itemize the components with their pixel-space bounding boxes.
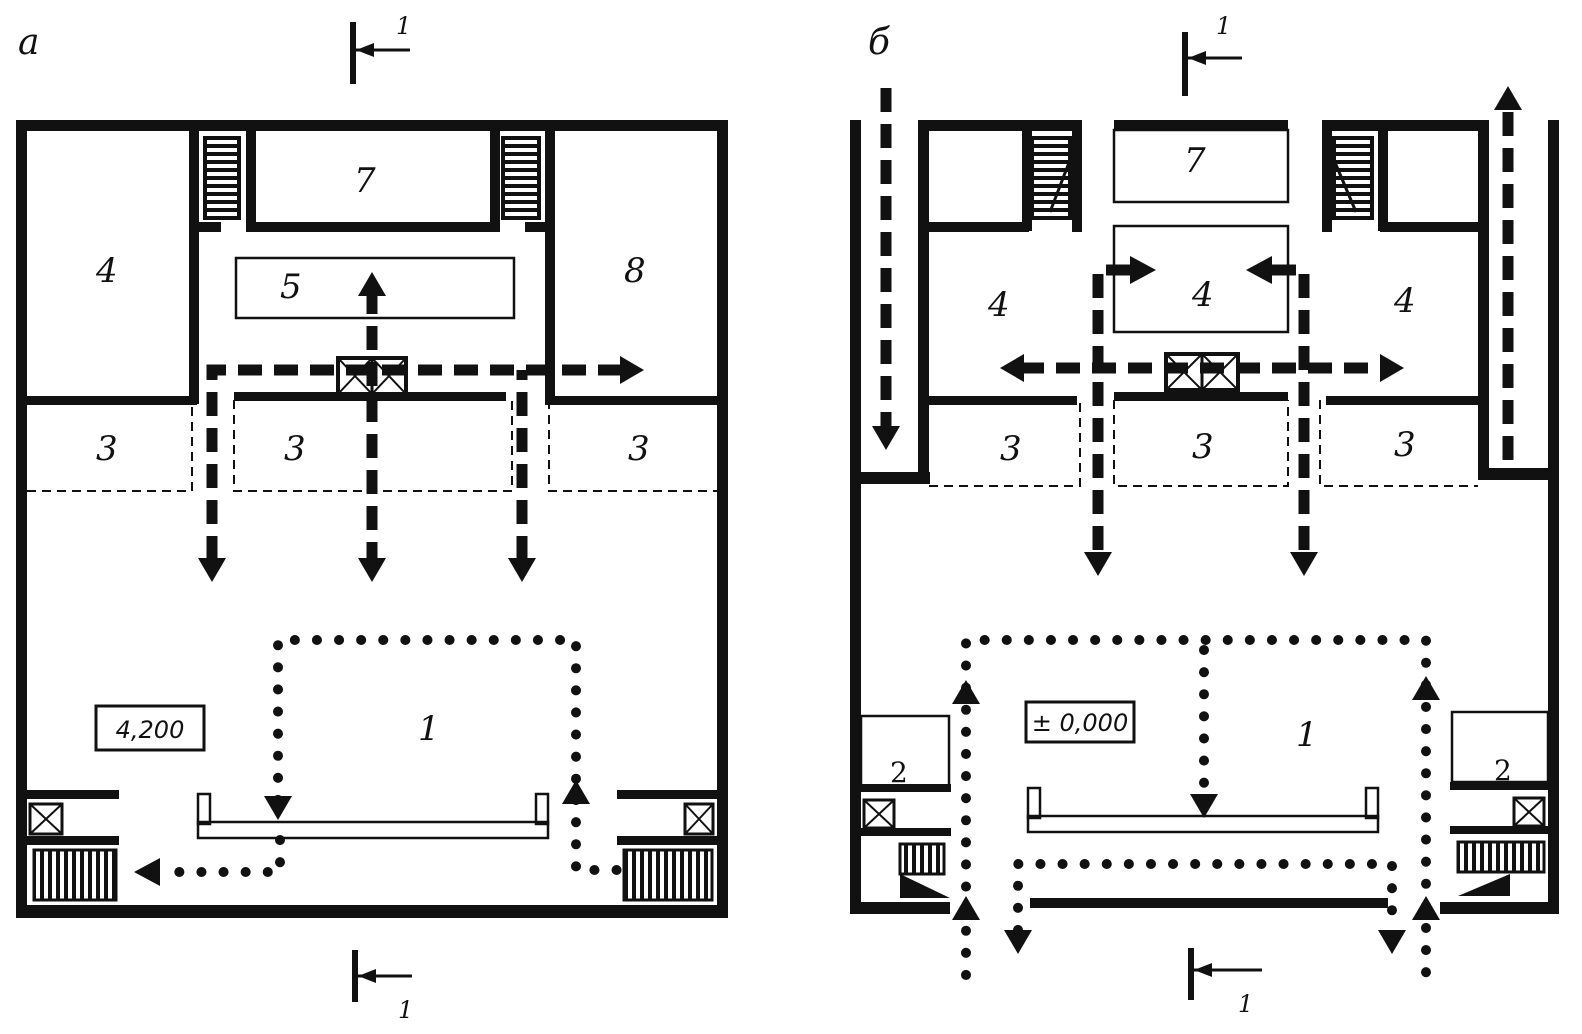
- plan-b-walls: [850, 120, 1559, 914]
- stair-a-bottom-left: [32, 848, 118, 902]
- room-b-1: 1: [1296, 715, 1318, 755]
- level-value-b: ± 0,000: [1032, 709, 1128, 737]
- stage-a: [196, 792, 550, 840]
- plan-a-dotted-flow: [134, 635, 633, 886]
- room-a-3-left: 3: [96, 429, 118, 469]
- plan-a-walls: [16, 120, 728, 918]
- section-mark-b-bottom: 1: [1188, 948, 1262, 1018]
- stair-b-bottom-left: [898, 842, 946, 876]
- room-b-3-center: 3: [1192, 427, 1214, 467]
- room-b-2-right: 2: [1494, 754, 1512, 787]
- room-a-3-center: 3: [284, 429, 306, 469]
- plan-a-dashed-flow: [198, 272, 644, 582]
- plan-a: а 1 1: [16, 12, 728, 1024]
- plan-b-dashed-flow: [872, 86, 1522, 576]
- plan-a-letter: а: [18, 22, 39, 63]
- level-value-a: 4,200: [116, 716, 185, 744]
- room-a-8: 8: [624, 251, 646, 291]
- room-a-7: 7: [354, 161, 376, 201]
- plan-b-dotted-flow: [952, 635, 1440, 980]
- stair-b-bottom-right: [1456, 840, 1546, 874]
- room-b-4-center: 4: [1191, 275, 1214, 315]
- stair-a-top-right: [501, 136, 541, 220]
- section-label-b-bottom: 1: [1238, 990, 1253, 1018]
- section-mark-b-top: 1: [1182, 12, 1242, 96]
- section-mark-a-bottom: 1: [352, 950, 413, 1024]
- room-b-4-left: 4: [987, 285, 1010, 325]
- room-a-4: 4: [95, 251, 118, 291]
- stair-a-bottom-right: [622, 848, 714, 902]
- level-box-a: [94, 704, 206, 752]
- level-box-b: [1024, 700, 1136, 744]
- section-label-a-bottom: 1: [398, 996, 413, 1024]
- room-b-3-left: 3: [1000, 429, 1022, 469]
- room-a-3-right: 3: [628, 429, 650, 469]
- plan-b-letter: б: [868, 22, 891, 63]
- room-a-5: 5: [280, 267, 302, 307]
- room-a-1: 1: [418, 709, 440, 749]
- room-b-4-right: 4: [1393, 281, 1416, 321]
- section-mark-a-top: 1: [350, 12, 411, 84]
- section-label-a-top: 1: [396, 12, 411, 40]
- plan-b: б 1 1: [850, 12, 1559, 1018]
- room-b-3-right: 3: [1394, 425, 1416, 465]
- room-b-2-left: 2: [890, 756, 908, 789]
- section-label-b-top: 1: [1216, 12, 1231, 40]
- stair-a-top-left: [203, 136, 241, 220]
- room-b-7: 7: [1184, 141, 1206, 181]
